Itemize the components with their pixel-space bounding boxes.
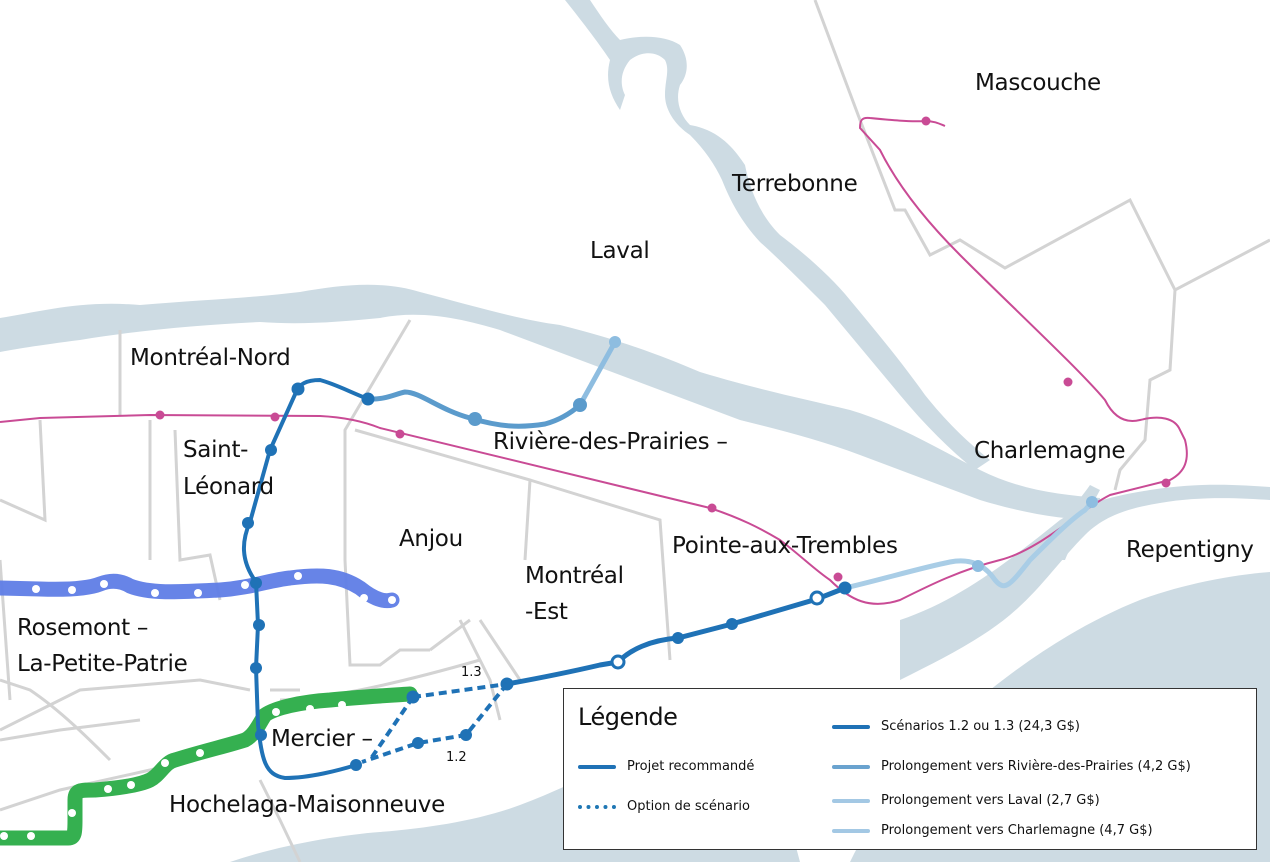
- laval-terminus: [609, 336, 621, 348]
- extension-charlemagne: [842, 499, 1095, 591]
- riviere-des-prairies-water: [0, 284, 1100, 520]
- legend-label: Projet recommandé: [627, 759, 755, 774]
- place-label-montreal-nord: Montréal-Nord: [130, 345, 291, 371]
- solid-line-swatch-icon: [832, 764, 870, 769]
- metro-green-line: [0, 686, 418, 846]
- legend-title: Légende: [578, 703, 678, 731]
- solid-line-swatch-icon: [832, 828, 870, 833]
- place-label-anjou: Anjou: [399, 526, 463, 552]
- place-label-rosemont-2: La-Petite-Patrie: [17, 651, 188, 677]
- metro-blue-line: [0, 568, 400, 609]
- riviere-mille-iles-water: [565, 0, 990, 470]
- charlemagne-terminus: [1086, 496, 1098, 508]
- legend-item-scenarios: Scénarios 1.2 ou 1.3 (24,3 G$): [832, 719, 1080, 734]
- commuter-rail-stations: [155, 116, 1171, 582]
- legend-item-option-scenario: Option de scénario: [578, 799, 750, 814]
- solid-line-swatch-icon: [578, 764, 616, 769]
- legend-label: Option de scénario: [627, 799, 750, 814]
- map-legend: Légende Projet recommandé Option de scén…: [563, 688, 1257, 850]
- place-label-mercier: Mercier –: [271, 726, 373, 752]
- place-label-saint-leonard-1: Saint-: [183, 437, 249, 463]
- planned-stations-open: [610, 590, 825, 670]
- legend-item-projet-recommande: Projet recommandé: [578, 759, 754, 774]
- place-label-riviere-des-prairies: Rivière-des-Prairies –: [493, 429, 728, 455]
- place-label-terrebonne: Terrebonne: [732, 171, 858, 197]
- place-label-rosemont-1: Rosemont –: [17, 615, 149, 641]
- extension-laval: [577, 339, 618, 408]
- commuter-rail-line: [0, 116, 1188, 605]
- st-lawrence-channel: [900, 484, 1270, 680]
- place-label-laval: Laval: [590, 238, 650, 264]
- dashed-line-swatch-icon: [578, 804, 616, 809]
- legend-item-laval: Prolongement vers Laval (2,7 G$): [832, 793, 1100, 808]
- place-label-pointe-aux-trembles: Pointe-aux-Trembles: [672, 533, 898, 559]
- charlemagne-ext-station: [972, 560, 984, 572]
- legend-label: Prolongement vers Laval (2,7 G$): [881, 793, 1100, 808]
- place-label-hochelaga: Hochelaga-Maisonneuve: [169, 792, 445, 818]
- solid-line-swatch-icon: [832, 798, 870, 803]
- place-label-charlemagne: Charlemagne: [974, 438, 1126, 464]
- solid-line-swatch-icon: [832, 724, 870, 729]
- legend-item-charlemagne: Prolongement vers Charlemagne (4,7 G$): [832, 823, 1153, 838]
- rdp-station: [468, 412, 482, 426]
- scenario-label-1-3: 1.3: [461, 665, 482, 680]
- legend-item-rdp: Prolongement vers Rivière-des-Prairies (…: [832, 759, 1191, 774]
- legend-label: Scénarios 1.2 ou 1.3 (24,3 G$): [881, 719, 1080, 734]
- place-label-saint-leonard-2: Léonard: [183, 474, 274, 500]
- place-label-repentigny: Repentigny: [1126, 537, 1254, 563]
- place-label-mascouche: Mascouche: [975, 70, 1101, 96]
- scenario-label-1-2: 1.2: [446, 750, 467, 765]
- legend-label: Prolongement vers Rivière-des-Prairies (…: [881, 759, 1191, 774]
- place-label-montreal-est-2: -Est: [525, 599, 568, 625]
- scenario-stations: [406, 690, 472, 749]
- scenario-option-lines: [361, 682, 509, 764]
- place-label-montreal-est-1: Montréal: [525, 563, 624, 589]
- legend-label: Prolongement vers Charlemagne (4,7 G$): [881, 823, 1153, 838]
- rdp-terminus: [573, 398, 587, 412]
